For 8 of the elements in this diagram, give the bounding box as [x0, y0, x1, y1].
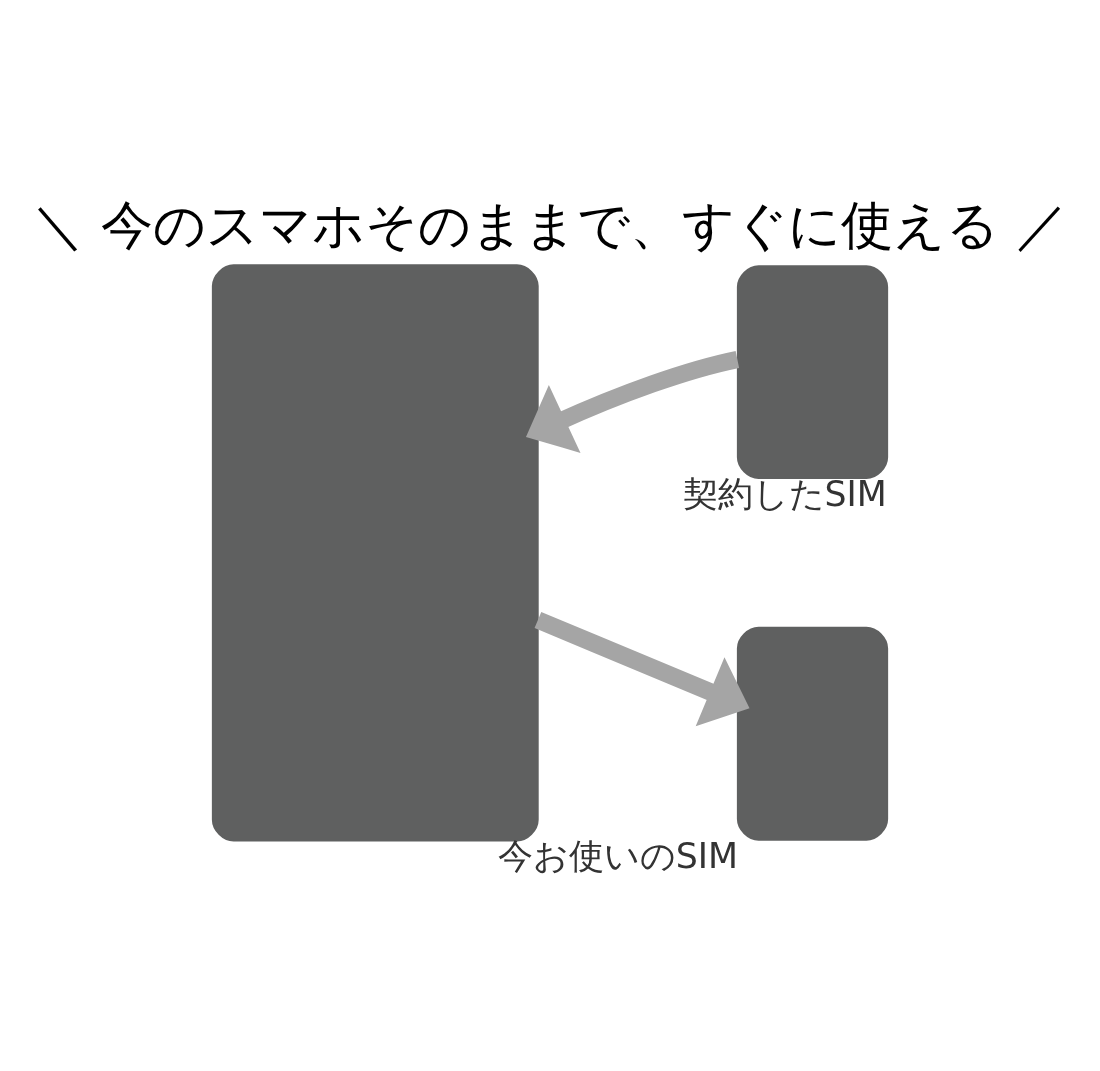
node-card: [736, 626, 889, 841]
node-label: 契約したSIM: [682, 473, 887, 514]
arrow: [525, 350, 740, 453]
node-label: 今お使いのSIM: [497, 835, 738, 876]
arrow: [534, 611, 750, 726]
node-phone: [211, 263, 539, 842]
node-card: [736, 264, 889, 479]
diagram-title: ＼ 今のスマホそのままで、すぐに使える ／: [32, 194, 1068, 255]
